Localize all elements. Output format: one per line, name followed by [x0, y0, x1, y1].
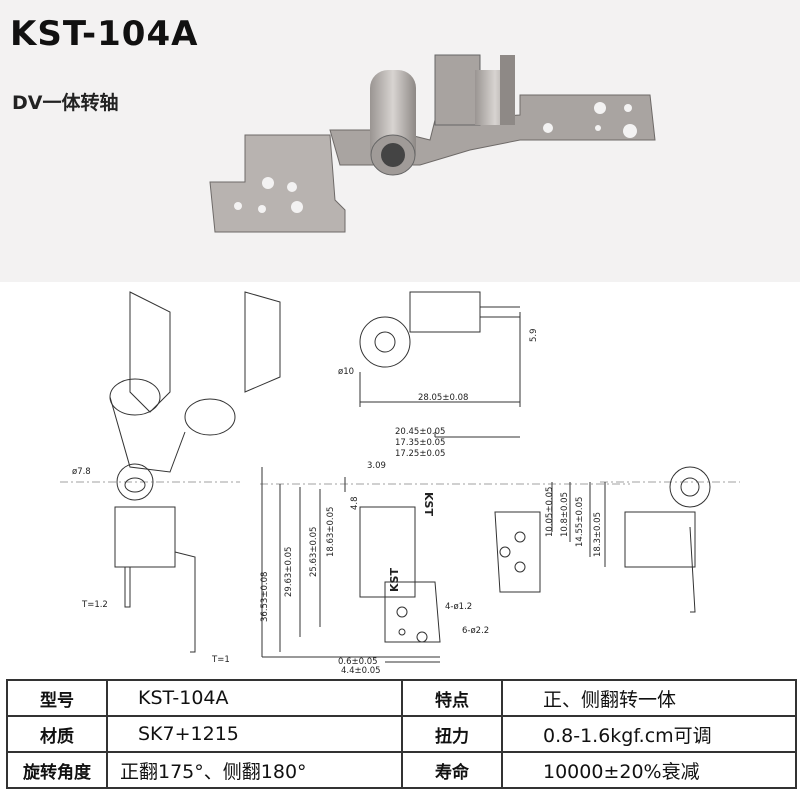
spec-label: 寿命 — [401, 751, 503, 789]
spec-label: 型号 — [6, 679, 108, 717]
spec-value: 10000±20%衰减 — [501, 751, 797, 789]
dim-label: 25.63±0.05 — [309, 527, 319, 577]
product-photo: KST-104A DV一体转轴 — [0, 0, 800, 282]
dim-label: 10.8±0.05 — [560, 492, 570, 537]
dim-label: 4-ø1.2 — [445, 602, 472, 612]
spec-label: 特点 — [401, 679, 503, 717]
dim-label: 17.35±0.05 — [395, 438, 445, 448]
hinge-photo — [209, 54, 656, 233]
dim-label: ø7.8 — [72, 467, 91, 477]
dim-label: T=1.2 — [81, 600, 108, 610]
spec-label: 旋转角度 — [6, 751, 108, 789]
dim-label: 4.4±0.05 — [341, 666, 381, 676]
product-subtitle: DV一体转轴 — [12, 92, 119, 114]
dim-label: 5.9 — [529, 328, 539, 342]
dim-label: 18.63±0.05 — [326, 507, 336, 557]
spec-table: 型号 KST-104A 特点 正、侧翻转一体 材质 SK7+1215 扭力 0.… — [6, 679, 797, 789]
dim-label: 28.05±0.08 — [418, 393, 468, 403]
dim-label: 17.25±0.05 — [395, 449, 445, 459]
dim-label: ø10 — [338, 367, 354, 377]
dim-label: T=1 — [211, 655, 230, 665]
dim-label: 20.45±0.05 — [395, 427, 445, 437]
dim-label: 36.53±0.08 — [260, 572, 270, 622]
table-row: 旋转角度 正翻175°、侧翻180° 寿命 10000±20%衰减 — [6, 751, 797, 789]
dim-label: 14.55±0.05 — [575, 497, 585, 547]
technical-drawing: 20.45±0.05 17.35±0.05 17.25±0.05 3.09 4.… — [60, 291, 740, 676]
spec-value: SK7+1215 — [106, 715, 403, 753]
spec-value: 正翻175°、侧翻180° — [106, 751, 403, 789]
dim-label: 18.3±0.05 — [593, 512, 603, 557]
spec-label: 扭力 — [401, 715, 503, 753]
spec-label: 材质 — [6, 715, 108, 753]
dim-label: 10.05±0.05 — [545, 487, 555, 537]
spec-value: 正、侧翻转一体 — [501, 679, 797, 717]
kst-marking: KST — [388, 568, 401, 592]
product-title: KST-104A — [10, 14, 199, 54]
dim-label: 3.09 — [367, 461, 386, 471]
spec-value: KST-104A — [106, 679, 403, 717]
table-row: 型号 KST-104A 特点 正、侧翻转一体 — [6, 679, 797, 717]
kst-marking: KST — [422, 492, 435, 516]
dim-label: 6-ø2.2 — [462, 626, 489, 636]
spec-value: 0.8-1.6kgf.cm可调 — [501, 715, 797, 753]
dim-label: 29.63±0.05 — [284, 547, 294, 597]
dim-label: 0.6±0.05 — [338, 657, 378, 667]
table-row: 材质 SK7+1215 扭力 0.8-1.6kgf.cm可调 — [6, 715, 797, 753]
dim-label: 4.8 — [350, 496, 360, 510]
